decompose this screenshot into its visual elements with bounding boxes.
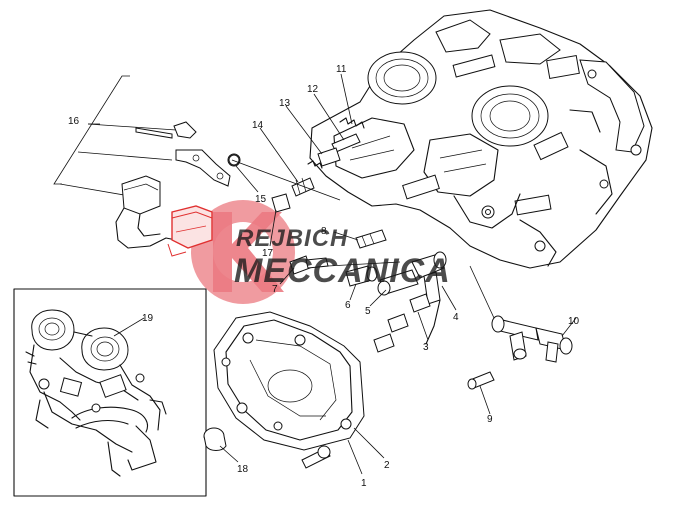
carburetor-assembly-inset xyxy=(13,288,207,497)
fitting-9 xyxy=(467,371,495,390)
plug-18 xyxy=(203,427,227,451)
bracket-group-16 xyxy=(53,75,241,257)
callout-16: 16 xyxy=(68,116,80,127)
watermark-line-2: MECCANICA xyxy=(234,252,451,290)
small-parts xyxy=(228,117,447,353)
watermark-logo xyxy=(191,200,295,304)
leader-lines xyxy=(113,73,577,475)
callout-10: 10 xyxy=(568,316,580,327)
watermark-line-1: REJBICH xyxy=(236,225,348,252)
watermark-text: REJBICH MECCANICA xyxy=(234,225,451,290)
callout-3: 3 xyxy=(423,342,429,353)
callout-15: 15 xyxy=(255,194,267,205)
callout-8: 8 xyxy=(321,226,327,237)
callout-7: 7 xyxy=(272,284,278,295)
callout-13: 13 xyxy=(279,98,291,109)
callout-9: 9 xyxy=(487,414,493,425)
callout-19: 19 xyxy=(142,313,154,324)
callout-4: 4 xyxy=(453,312,459,323)
callout-2: 2 xyxy=(384,460,390,471)
lower-cover-1-2 xyxy=(213,311,365,469)
callout-11: 11 xyxy=(336,64,347,75)
callout-5: 5 xyxy=(365,306,371,317)
callout-labels: 1 2 3 4 5 6 7 8 9 10 11 12 13 14 15 16 1… xyxy=(68,64,580,489)
callout-12: 12 xyxy=(307,84,319,95)
callout-6: 6 xyxy=(345,300,351,311)
callout-17: 17 xyxy=(262,248,274,259)
throttle-body-assembly xyxy=(309,9,653,269)
callout-18: 18 xyxy=(237,464,249,475)
t-fittings-10 xyxy=(469,265,573,363)
callout-1: 1 xyxy=(361,478,367,489)
callout-14: 14 xyxy=(252,120,264,131)
